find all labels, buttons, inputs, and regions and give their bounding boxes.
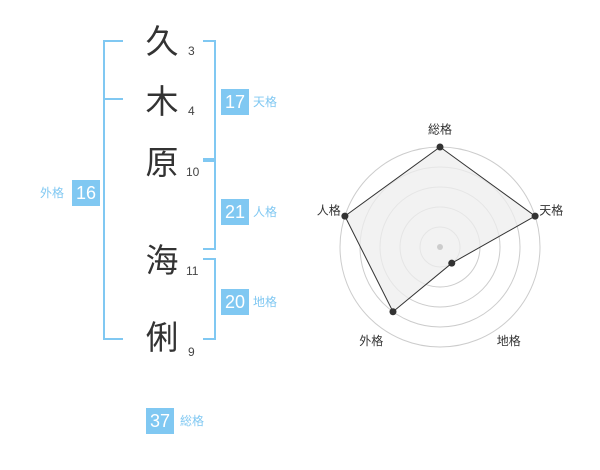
- radar-point-1: [436, 143, 444, 151]
- chikaku-label: 地格: [253, 295, 278, 309]
- radar-points: [341, 143, 539, 316]
- name-char-2: 木: [145, 82, 179, 121]
- radar-point-4: [389, 308, 397, 316]
- name-char-1: 久: [145, 22, 179, 61]
- stroke-count-2: 4: [188, 104, 195, 118]
- radar-axis-label: 人格: [317, 202, 341, 217]
- radar-axis-label: 外格: [359, 333, 383, 348]
- tenkaku-badge: 17: [221, 89, 249, 115]
- name-char-3: 原: [145, 143, 179, 182]
- stroke-count-3: 10: [186, 165, 200, 179]
- tenkaku-label: 天格: [253, 95, 278, 109]
- jinkaku-bracket: [203, 160, 216, 250]
- stroke-count-1: 3: [188, 44, 195, 58]
- radar-axis-label: 地格: [497, 333, 521, 348]
- name-char-5: 俐: [145, 318, 179, 357]
- radar-point-3: [448, 259, 456, 267]
- radar-data-area: [344, 146, 537, 313]
- gaikaku-badge: 16: [72, 180, 100, 206]
- soukaku-label: 総格: [180, 414, 205, 428]
- radar-center-dot: [437, 244, 443, 250]
- jinkaku-label: 人格: [253, 205, 278, 219]
- radar-point-5: [341, 212, 349, 220]
- radar-axis-label: 天格: [539, 202, 563, 217]
- radar-axis-label: 総格: [428, 122, 452, 137]
- jinkaku-badge: 21: [221, 199, 249, 225]
- soukaku-badge: 37: [146, 408, 174, 434]
- chikaku-badge: 20: [221, 289, 249, 315]
- tenkaku-bracket: [203, 40, 216, 160]
- gaikaku-bracket: [103, 40, 123, 340]
- name-char-4: 海: [145, 241, 179, 280]
- gaikaku-divider: [103, 98, 123, 100]
- stroke-count-5: 9: [188, 345, 195, 359]
- stroke-count-4: 11: [186, 264, 199, 278]
- chikaku-bracket: [203, 258, 216, 340]
- radar-point-2: [531, 212, 539, 220]
- gaikaku-label: 外格: [40, 186, 65, 200]
